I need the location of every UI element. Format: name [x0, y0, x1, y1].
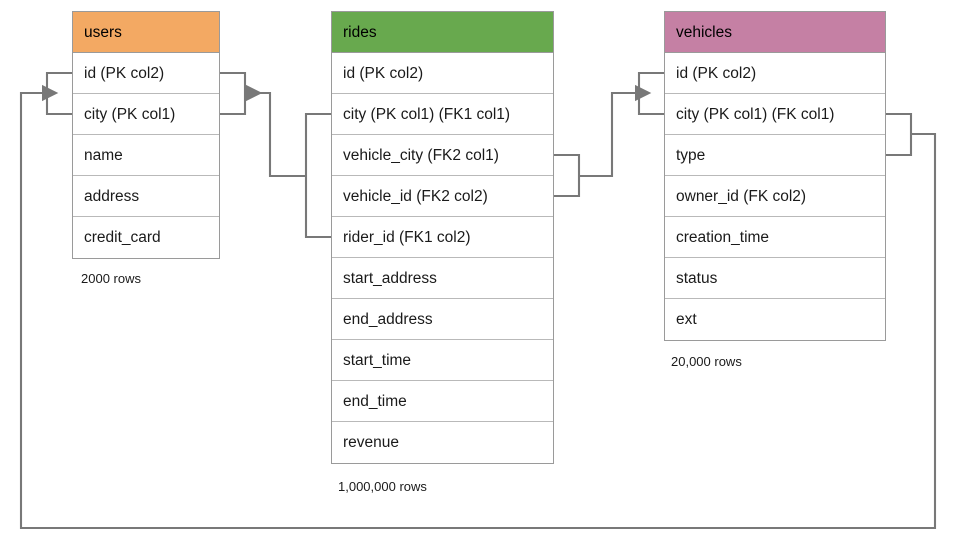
field-users-address[interactable]: address — [73, 176, 219, 217]
vehicles-left-target-bracket — [637, 71, 664, 116]
field-rides-city[interactable]: city (PK col1) (FK1 col1) — [332, 94, 553, 135]
field-vehicles-type[interactable]: type — [665, 135, 885, 176]
row-count-rides: 1,000,000 rows — [338, 479, 427, 494]
table-header-users: users — [73, 12, 219, 53]
field-users-name[interactable]: name — [73, 135, 219, 176]
users-right-target-bracket — [220, 71, 247, 116]
table-header-vehicles: vehicles — [665, 12, 885, 53]
field-vehicles-status[interactable]: status — [665, 258, 885, 299]
field-users-city[interactable]: city (PK col1) — [73, 94, 219, 135]
entity-table-vehicles[interactable]: vehicles id (PK col2) city (PK col1) (FK… — [664, 11, 886, 341]
field-vehicles-owner-id[interactable]: owner_id (FK col2) — [665, 176, 885, 217]
field-rides-start-time[interactable]: start_time — [332, 340, 553, 381]
field-users-id[interactable]: id (PK col2) — [73, 53, 219, 94]
rides-fk1-to-users-path — [245, 84, 306, 178]
field-rides-start-address[interactable]: start_address — [332, 258, 553, 299]
row-count-users: 2000 rows — [81, 271, 141, 286]
field-rides-revenue[interactable]: revenue — [343, 434, 400, 451]
row-count-vehicles: 20,000 rows — [671, 354, 742, 369]
entity-table-rides[interactable]: rides id (PK col2) city (PK col1) (FK1 c… — [331, 11, 554, 464]
field-vehicles-id[interactable]: id (PK col2) — [665, 53, 885, 94]
entity-table-users[interactable]: users id (PK col2) city (PK col1) name a… — [72, 11, 220, 259]
rides-fk2-source-bracket — [554, 153, 581, 198]
field-vehicles-ext[interactable]: ext — [676, 311, 697, 328]
field-vehicles-city[interactable]: city (PK col1) (FK col1) — [665, 94, 885, 135]
rides-fk2-to-vehicles-path — [579, 84, 652, 178]
field-rides-vehicle-id[interactable]: vehicle_id (FK2 col2) — [332, 176, 553, 217]
users-left-target-bracket — [45, 71, 72, 116]
table-header-rides: rides — [332, 12, 553, 53]
field-rides-id[interactable]: id (PK col2) — [332, 53, 553, 94]
field-users-credit-card[interactable]: credit_card — [84, 229, 161, 246]
field-rides-end-time[interactable]: end_time — [332, 381, 553, 422]
field-vehicles-creation-time[interactable]: creation_time — [665, 217, 885, 258]
vehicles-to-users-connector — [886, 112, 913, 157]
rides-fk1-source-bracket — [304, 112, 331, 239]
field-rides-end-address[interactable]: end_address — [332, 299, 553, 340]
field-rides-vehicle-city[interactable]: vehicle_city (FK2 col1) — [332, 135, 553, 176]
field-rides-rider-id[interactable]: rider_id (FK1 col2) — [332, 217, 553, 258]
